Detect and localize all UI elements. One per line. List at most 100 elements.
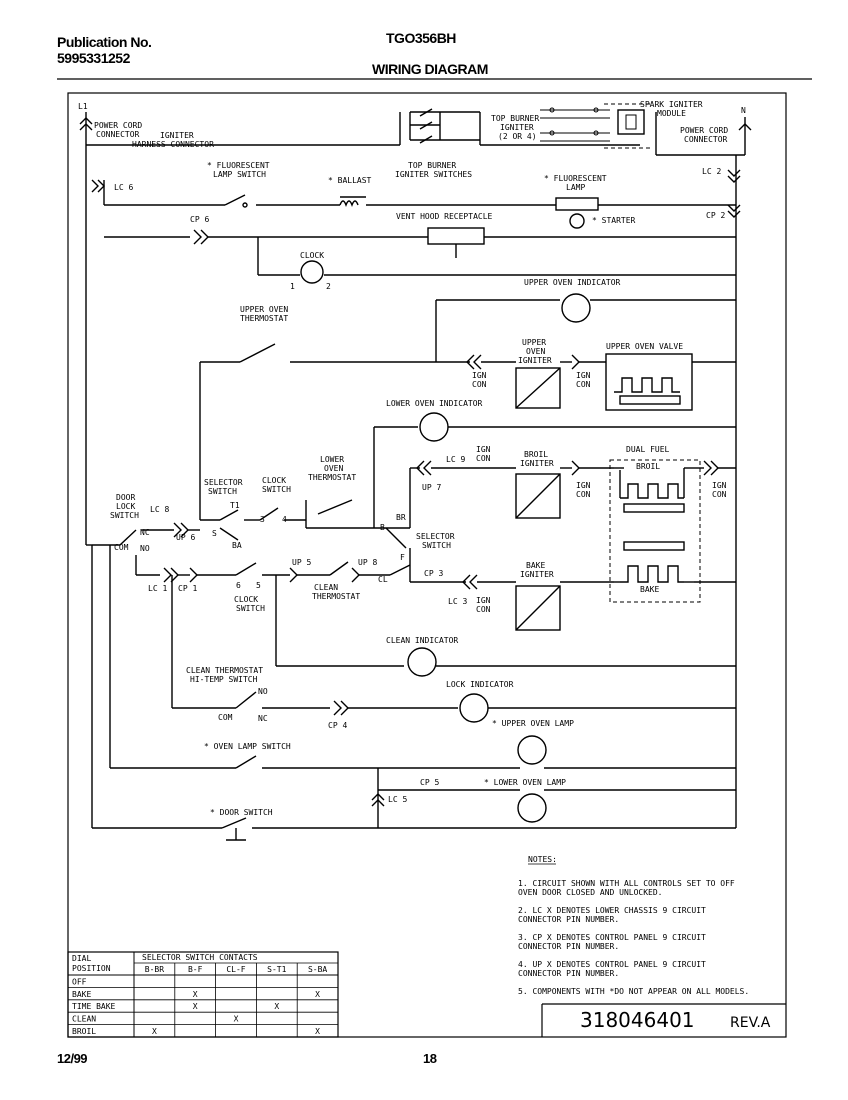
contact-cl: CL <box>378 575 388 584</box>
cp4-label: CP 4 <box>328 721 347 730</box>
door-switch-label: * DOOR SWITCH <box>210 808 273 817</box>
table-group-header: SELECTOR SWITCH CONTACTS <box>142 953 258 962</box>
part-number-block: 318046401 REV.A <box>541 1003 786 1037</box>
hitemp-com: COM <box>218 713 233 722</box>
bake-element-label: BAKE <box>640 585 659 594</box>
table-contact-mark: X <box>193 1002 198 1011</box>
up7-label: UP 7 <box>422 483 441 492</box>
diagram-label: 5. COMPONENTS WITH *DO NOT APPEAR ON ALL… <box>518 987 749 996</box>
diagram-label: IGN <box>476 445 491 454</box>
up8-label: UP 8 <box>358 558 377 567</box>
part-number: 318046401 <box>580 1008 695 1032</box>
igniter-harness-label: IGNITER HARNESS CONNECTOR <box>132 131 214 149</box>
diagram-title: WIRING DIAGRAM <box>372 61 488 77</box>
diagram-label: OVEN <box>526 347 545 356</box>
broil-circuit <box>409 460 736 528</box>
power-cord-left-label: POWER CORD CONNECTOR <box>94 121 142 139</box>
ballast-label: * BALLAST <box>328 176 372 185</box>
lc2-label: LC 2 <box>702 167 721 176</box>
igniter-leads <box>540 107 610 142</box>
clock-switch-contact-6: 6 <box>236 581 241 590</box>
cp6-branch <box>104 227 736 284</box>
notes-title: NOTES: <box>528 855 557 864</box>
diagram-label: BAKE <box>526 561 545 570</box>
contact-4: 4 <box>282 515 287 524</box>
table-contact-mark: X <box>193 990 198 999</box>
diagram-label: 2. LC X DENOTES LOWER CHASSIS 9 CIRCUIT <box>518 906 706 915</box>
selector-switch-top-label: SELECTOR SWITCH <box>204 478 243 496</box>
diagram-label: IGNITER <box>520 570 554 579</box>
diagram-label: SWITCH <box>262 485 291 494</box>
table-row-label: TIME BAKE <box>72 1002 116 1011</box>
diagram-label: SELECTOR <box>204 478 243 487</box>
n-label: N <box>741 106 746 115</box>
spark-igniter-module <box>617 109 645 135</box>
top-burner-switches-label: TOP BURNER IGNITER SWITCHES <box>395 161 472 179</box>
contact-s: S <box>212 529 217 538</box>
diagram-label: UPPER OVEN <box>240 305 288 314</box>
diagram-label: LAMP <box>566 183 585 192</box>
diagram-label: CLEAN <box>314 583 338 592</box>
top-burner-igniter-label: TOP BURNER IGNITER (2 OR 4) <box>491 114 539 141</box>
diagram-label: SWITCH <box>236 604 265 613</box>
diagram-label: CLEAN THERMOSTAT <box>186 666 263 675</box>
door-lock-nc: NC <box>140 528 150 537</box>
clean-thermo-hitemp-label: CLEAN THERMOSTAT HI-TEMP SWITCH <box>186 666 263 684</box>
clock-terminal-2: 2 <box>326 282 331 291</box>
diagram-label: SPARK IGNITER <box>640 100 703 109</box>
diagram-label: UPPER <box>522 338 546 347</box>
spark-igniter-module-label: SPARK IGNITER MODULE <box>640 100 703 118</box>
diagram-label: (2 OR 4) <box>498 132 537 141</box>
diagram-label: 1. CIRCUIT SHOWN WITH ALL CONTROLS SET T… <box>518 879 735 888</box>
up6-label: UP 6 <box>176 533 195 542</box>
selector-switch-table: DIAL POSITION SELECTOR SWITCH CONTACTS B… <box>67 951 339 1038</box>
diagram-label: SWITCH <box>110 511 139 520</box>
door-lock-switch-label: DOOR LOCK SWITCH <box>110 493 139 520</box>
selector-switch-right-label: SELECTOR SWITCH <box>416 532 455 550</box>
diagram-label: 4. UP X DENOTES CONTROL PANEL 9 CIRCUIT <box>518 960 706 969</box>
diagram-label: IGNITER SWITCHES <box>395 170 472 179</box>
diagram-label: CLOCK <box>234 595 258 604</box>
bake-igniter-label: BAKE IGNITER <box>520 561 554 579</box>
broil-element-label: BROIL <box>636 462 660 471</box>
diagram-label: TOP BURNER <box>408 161 456 170</box>
publication-label: Publication No. <box>57 34 152 50</box>
diagram-label: LOWER <box>320 455 344 464</box>
lower-oven-thermostat-label: LOWER OVEN THERMOSTAT <box>308 455 356 482</box>
diagram-label: HI-TEMP SWITCH <box>190 675 258 684</box>
upper-oven-lamp-label: * UPPER OVEN LAMP <box>492 719 574 728</box>
table-contact-mark: X <box>315 990 320 999</box>
diagram-label: IGNITER <box>518 356 552 365</box>
clock-label: CLOCK <box>300 251 324 260</box>
lc5-connector <box>371 793 385 807</box>
diagram-label: SWITCH <box>208 487 237 496</box>
bake-circuit <box>432 574 736 631</box>
diagram-label: IGN <box>472 371 487 380</box>
table-row-label: BROIL <box>72 1027 96 1036</box>
diagram-label: CON <box>476 454 491 463</box>
n-bus <box>655 112 746 828</box>
contact-br: BR <box>396 513 406 522</box>
diagram-label: CON <box>476 605 491 614</box>
upper-oven-valve-label: UPPER OVEN VALVE <box>606 342 683 351</box>
cp2-label: CP 2 <box>706 211 725 220</box>
diagram-label: CONNECTOR PIN NUMBER. <box>518 915 619 924</box>
table-contact-mark: X <box>152 1027 157 1036</box>
diagram-label: IGNITER <box>500 123 534 132</box>
diagram-label: IGN <box>712 481 727 490</box>
clean-thermostat-label: CLEAN THERMOSTAT <box>312 583 360 601</box>
diagram-label: * FLUORESCENT <box>207 161 270 170</box>
lc6-connector <box>91 179 105 205</box>
diagram-label: CON <box>576 490 591 499</box>
diagram-label: * FLUORESCENT <box>544 174 607 183</box>
publication-number: 5995331252 <box>57 50 130 66</box>
door-switch-circuit <box>92 817 736 841</box>
diagram-label: LAMP SWITCH <box>213 170 266 179</box>
bake-element <box>614 541 694 583</box>
contact-f: F <box>400 553 405 562</box>
hitemp-nc: NC <box>258 714 268 723</box>
hitemp-no: NO <box>258 687 268 696</box>
diagram-frame <box>67 92 787 1038</box>
